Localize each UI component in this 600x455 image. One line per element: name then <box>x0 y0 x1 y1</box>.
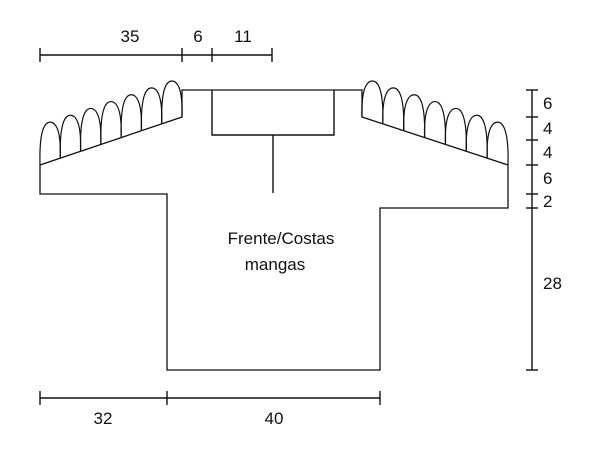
dim-right-4a: 4 <box>543 119 552 138</box>
dim-right-2: 2 <box>543 192 552 211</box>
scallop-loop <box>100 100 122 145</box>
scallop-loop <box>382 87 405 131</box>
scallop-loop <box>59 114 82 159</box>
dim-right-28: 28 <box>543 274 562 293</box>
dim-right-6a: 6 <box>543 94 552 113</box>
dim-bottom-32: 32 <box>94 409 113 428</box>
scallop-loop <box>140 87 163 131</box>
left-scallop-edging <box>39 80 183 166</box>
scallop-loop <box>444 107 467 152</box>
top-dimension-line: 35 6 11 <box>39 27 273 62</box>
bottom-dimension-line: 32 40 <box>39 391 381 428</box>
scallop-loop <box>403 94 426 138</box>
scallop-loop <box>161 80 183 124</box>
dim-top-6: 6 <box>193 27 202 46</box>
dim-top-35: 35 <box>121 27 140 46</box>
scallop-loop <box>465 114 488 159</box>
piece-label-front-back: Frente/Costas <box>228 229 335 248</box>
dim-bottom-40: 40 <box>265 409 284 428</box>
dim-top-11: 11 <box>234 27 252 46</box>
scallop-loop <box>79 107 102 152</box>
scallop-loop <box>39 121 61 166</box>
scallop-loop <box>120 94 143 138</box>
dim-right-6b: 6 <box>543 169 552 188</box>
right-scallop-edging <box>361 80 509 166</box>
piece-label-sleeves: mangas <box>245 255 305 274</box>
dim-right-4b: 4 <box>543 143 552 162</box>
scallop-loop <box>486 121 509 166</box>
scallop-loop <box>361 80 384 124</box>
right-dimension-line: 6 4 4 6 2 28 <box>526 89 562 371</box>
scallop-loop <box>423 100 447 145</box>
